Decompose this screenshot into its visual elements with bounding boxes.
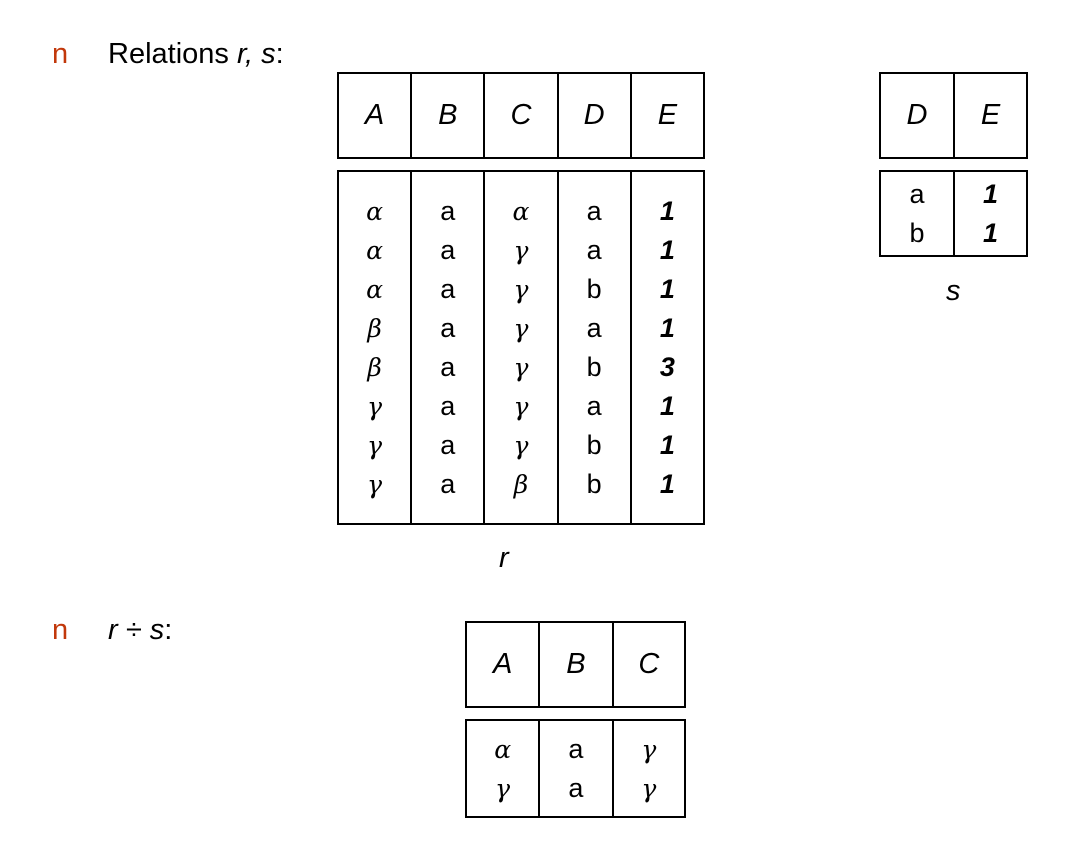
relation-r-cell: γ xyxy=(513,313,529,343)
relation-r-cell: 1 xyxy=(659,468,675,499)
result-header-cell: B xyxy=(540,623,614,706)
relation-r-cell: a xyxy=(440,312,456,343)
relation-r-header-cell: D xyxy=(559,74,632,157)
result-col-a: α γ xyxy=(467,721,541,816)
relation-r-col-b: a a a a a a a a xyxy=(412,172,486,523)
relation-r-cell: γ xyxy=(513,430,529,460)
relation-r-col-a: α α α β β γ γ γ xyxy=(339,172,413,523)
relation-r-cell: a xyxy=(586,390,602,421)
relation-r-cell: b xyxy=(586,429,602,460)
relation-r-col-e: 1 1 1 1 3 1 1 1 xyxy=(632,172,703,523)
relation-r-cell: γ xyxy=(513,274,529,304)
relation-r-cell: b xyxy=(586,273,602,304)
relation-r-cell: a xyxy=(586,195,602,226)
relation-s-body: a b 1 1 xyxy=(879,170,1028,257)
division-heading: r ÷ s: xyxy=(108,616,172,645)
relation-r-header: A B C D E xyxy=(337,72,705,159)
relation-s-cell: b xyxy=(909,217,925,248)
relation-r-header-cell: A xyxy=(339,74,413,157)
relation-r-cell: α xyxy=(366,235,384,265)
result-cell: γ xyxy=(641,773,657,803)
result-cell: a xyxy=(568,772,584,803)
relation-s-header: D E xyxy=(879,72,1028,159)
relation-r-cell: 1 xyxy=(659,273,675,304)
relation-r-header-cell: B xyxy=(412,74,486,157)
relation-r-header-cell: E xyxy=(657,99,678,131)
result-header: A B C xyxy=(465,621,686,708)
relation-r-cell: 1 xyxy=(659,429,675,460)
relation-s-cell: 1 xyxy=(982,178,999,209)
relation-r-cell: b xyxy=(586,468,602,499)
relations-heading-suffix: : xyxy=(275,38,284,70)
relation-r-cell: γ xyxy=(513,352,529,382)
relation-r-col-c: α γ γ γ γ γ γ β xyxy=(485,172,559,523)
relation-r-cell: β xyxy=(367,313,382,343)
relation-r-cell: a xyxy=(440,351,456,382)
relation-r-cell: a xyxy=(440,468,456,499)
result-cell: γ xyxy=(495,773,511,803)
relations-heading-plain: Relations xyxy=(108,38,237,70)
relation-r-cell: α xyxy=(512,196,530,226)
relation-s-cell: 1 xyxy=(982,217,999,248)
division-heading-suffix: : xyxy=(164,614,173,646)
relation-r-caption: r xyxy=(499,542,509,574)
relation-s-caption: s xyxy=(946,275,961,307)
relation-r-cell: 1 xyxy=(659,312,675,343)
relation-r-cell: β xyxy=(367,352,382,382)
relation-r-header-cell: C xyxy=(485,74,559,157)
relation-r-cell: γ xyxy=(367,469,383,499)
bullet-marker-1: n xyxy=(52,38,69,70)
relation-r-cell: a xyxy=(586,312,602,343)
relation-s-cell: a xyxy=(909,178,925,209)
division-heading-italic: r ÷ s xyxy=(108,614,165,646)
relation-r-cell: γ xyxy=(513,391,529,421)
relation-r-cell: a xyxy=(440,390,456,421)
relation-r-cell: γ xyxy=(367,430,383,460)
relation-r-cell: γ xyxy=(367,391,383,421)
relation-r-cell: a xyxy=(440,429,456,460)
result-cell: γ xyxy=(641,734,657,764)
relation-r-cell: a xyxy=(440,234,456,265)
relation-r-cell: a xyxy=(586,234,602,265)
result-col-c: γ γ xyxy=(614,721,684,816)
result-header-cell: A xyxy=(467,623,541,706)
bullet-marker-2: n xyxy=(52,614,69,646)
result-cell: a xyxy=(568,733,584,764)
relations-heading-italic: r, s xyxy=(236,38,276,70)
relation-r-cell: b xyxy=(586,351,602,382)
relation-r-cell: a xyxy=(440,273,456,304)
result-col-b: a a xyxy=(540,721,614,816)
relation-s-col-e: 1 1 xyxy=(955,172,1026,255)
relation-r-cell: β xyxy=(513,469,529,499)
relation-r-cell: 1 xyxy=(659,234,675,265)
relation-r-cell: γ xyxy=(513,235,529,265)
relation-s-header-cell: E xyxy=(980,99,1001,131)
relations-heading: Relations r, s: xyxy=(108,40,284,69)
relation-r-body: α α α β β γ γ γ a a a a a a a a α γ γ γ … xyxy=(337,170,705,525)
relation-s-header-cell: D xyxy=(881,74,955,157)
result-cell: α xyxy=(494,734,512,764)
relation-s-col-d: a b xyxy=(881,172,955,255)
relation-r-cell: 3 xyxy=(659,351,675,382)
relation-r-cell: a xyxy=(440,195,456,226)
relation-r-col-d: a a b a b a b b xyxy=(559,172,632,523)
result-body: α γ a a γ γ xyxy=(465,719,686,818)
relation-r-cell: 1 xyxy=(659,195,675,226)
relation-r-cell: α xyxy=(366,196,384,226)
relation-r-cell: α xyxy=(366,274,384,304)
result-header-cell: C xyxy=(638,648,660,680)
relation-r-cell: 1 xyxy=(659,390,675,421)
